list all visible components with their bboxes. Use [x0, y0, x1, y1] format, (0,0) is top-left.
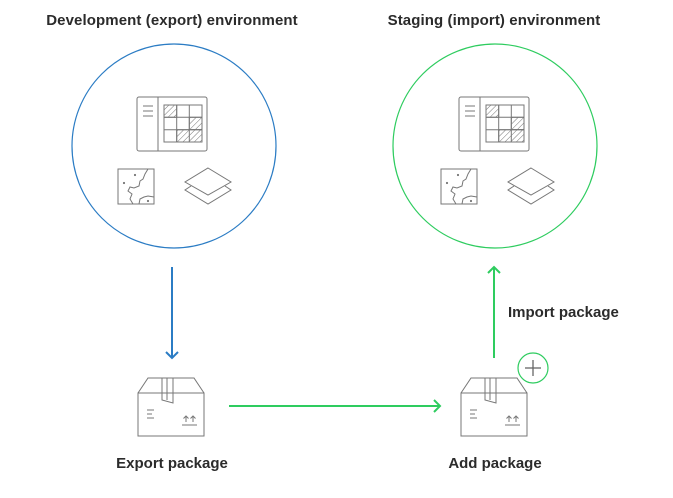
- import-arrow: [487, 265, 501, 358]
- import-environment-circle: [392, 43, 598, 249]
- export-environment-title: Development (export) environment: [46, 12, 298, 29]
- add-package-label: Add package: [448, 455, 542, 472]
- export-arrow: [165, 267, 179, 360]
- layers-icon: [184, 167, 232, 205]
- plus-circle-icon: [517, 352, 549, 384]
- import-environment-title: Staging (import) environment: [387, 12, 601, 29]
- transfer-arrow: [229, 399, 442, 413]
- table-grid-icon: [458, 96, 530, 152]
- export-environment-circle: [71, 43, 277, 249]
- export-package-label: Export package: [116, 455, 228, 472]
- import-environment: [392, 43, 598, 249]
- layers-icon: [507, 167, 555, 205]
- map-icon: [440, 168, 478, 205]
- package-box-icon: [137, 377, 205, 437]
- export-environment: [71, 43, 277, 249]
- package-box-icon: [460, 377, 528, 437]
- map-icon: [117, 168, 155, 205]
- table-grid-icon: [136, 96, 208, 152]
- import-package-label: Import package: [508, 304, 619, 321]
